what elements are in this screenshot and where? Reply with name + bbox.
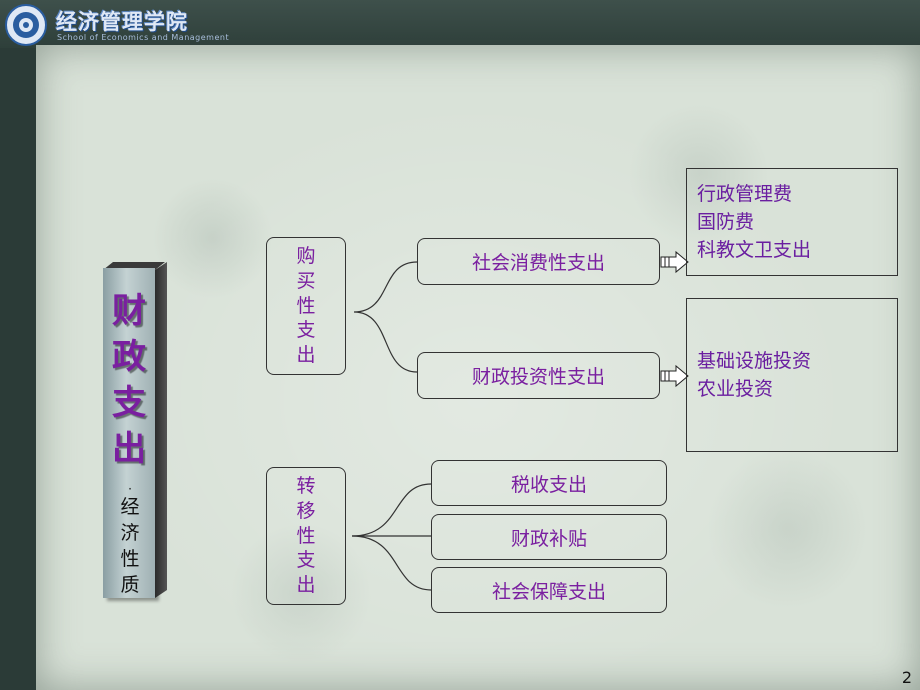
group-char: 出 bbox=[296, 344, 316, 367]
group-char: 性 bbox=[296, 524, 316, 547]
pillar-subtitle: · 经 济 性 质 bbox=[110, 482, 150, 598]
brace-purchase bbox=[353, 261, 418, 373]
social-security-box: 社会保障支出 bbox=[431, 567, 667, 613]
group-char: 支 bbox=[296, 549, 316, 572]
arrow-consumption bbox=[660, 250, 689, 274]
group-char: 买 bbox=[296, 269, 316, 292]
consumption-item: 行政管理费 bbox=[697, 183, 793, 205]
pillar-title: 财 政 支 出 bbox=[108, 288, 150, 472]
group-char: 支 bbox=[296, 319, 316, 342]
tax-expenditure-box: 税收支出 bbox=[431, 460, 667, 506]
subtitle-char: 经 bbox=[120, 496, 140, 518]
pillar-side bbox=[155, 262, 167, 598]
arrow-investment bbox=[660, 364, 689, 388]
subtitle-char: 质 bbox=[120, 574, 140, 596]
title-char: 支 bbox=[112, 383, 146, 423]
subtitle-char: 济 bbox=[120, 522, 140, 544]
brand-name: 经济管理学院 bbox=[56, 10, 188, 34]
title-char: 财 bbox=[112, 291, 146, 331]
investment-items-box: 基础设施投资 农业投资 bbox=[686, 298, 898, 452]
pillar-top bbox=[103, 262, 165, 270]
fiscal-investment-box: 财政投资性支出 bbox=[417, 352, 660, 399]
investment-item: 农业投资 bbox=[697, 378, 774, 400]
header-bar: 经济管理学院 School of Economics and Managemen… bbox=[0, 0, 920, 48]
investment-item: 基础设施投资 bbox=[697, 350, 812, 372]
title-pillar bbox=[103, 268, 155, 598]
social-consumption-box: 社会消费性支出 bbox=[417, 238, 660, 285]
fiscal-subsidy-box: 财政补贴 bbox=[431, 514, 667, 560]
group-char: 出 bbox=[296, 574, 316, 597]
group-char: 性 bbox=[296, 294, 316, 317]
slide-paper bbox=[36, 45, 920, 690]
page-number: 2 bbox=[901, 668, 912, 687]
brace-transfer bbox=[351, 483, 432, 591]
university-seal-icon bbox=[5, 4, 47, 46]
group-char: 购 bbox=[296, 245, 316, 268]
group-char: 移 bbox=[296, 499, 316, 522]
consumption-items-box: 行政管理费 国防费 科教文卫支出 bbox=[686, 168, 898, 276]
group-char: 转 bbox=[296, 475, 316, 498]
subtitle-dot: · bbox=[128, 482, 132, 496]
title-char: 出 bbox=[112, 429, 146, 469]
consumption-item: 国防费 bbox=[697, 211, 755, 233]
title-char: 政 bbox=[112, 337, 146, 377]
purchase-expenditure-box: 购 买 性 支 出 bbox=[266, 237, 346, 375]
brand-subtitle: School of Economics and Management bbox=[57, 33, 230, 42]
consumption-item: 科教文卫支出 bbox=[697, 239, 812, 261]
transfer-expenditure-box: 转 移 性 支 出 bbox=[266, 467, 346, 605]
subtitle-char: 性 bbox=[120, 548, 140, 570]
